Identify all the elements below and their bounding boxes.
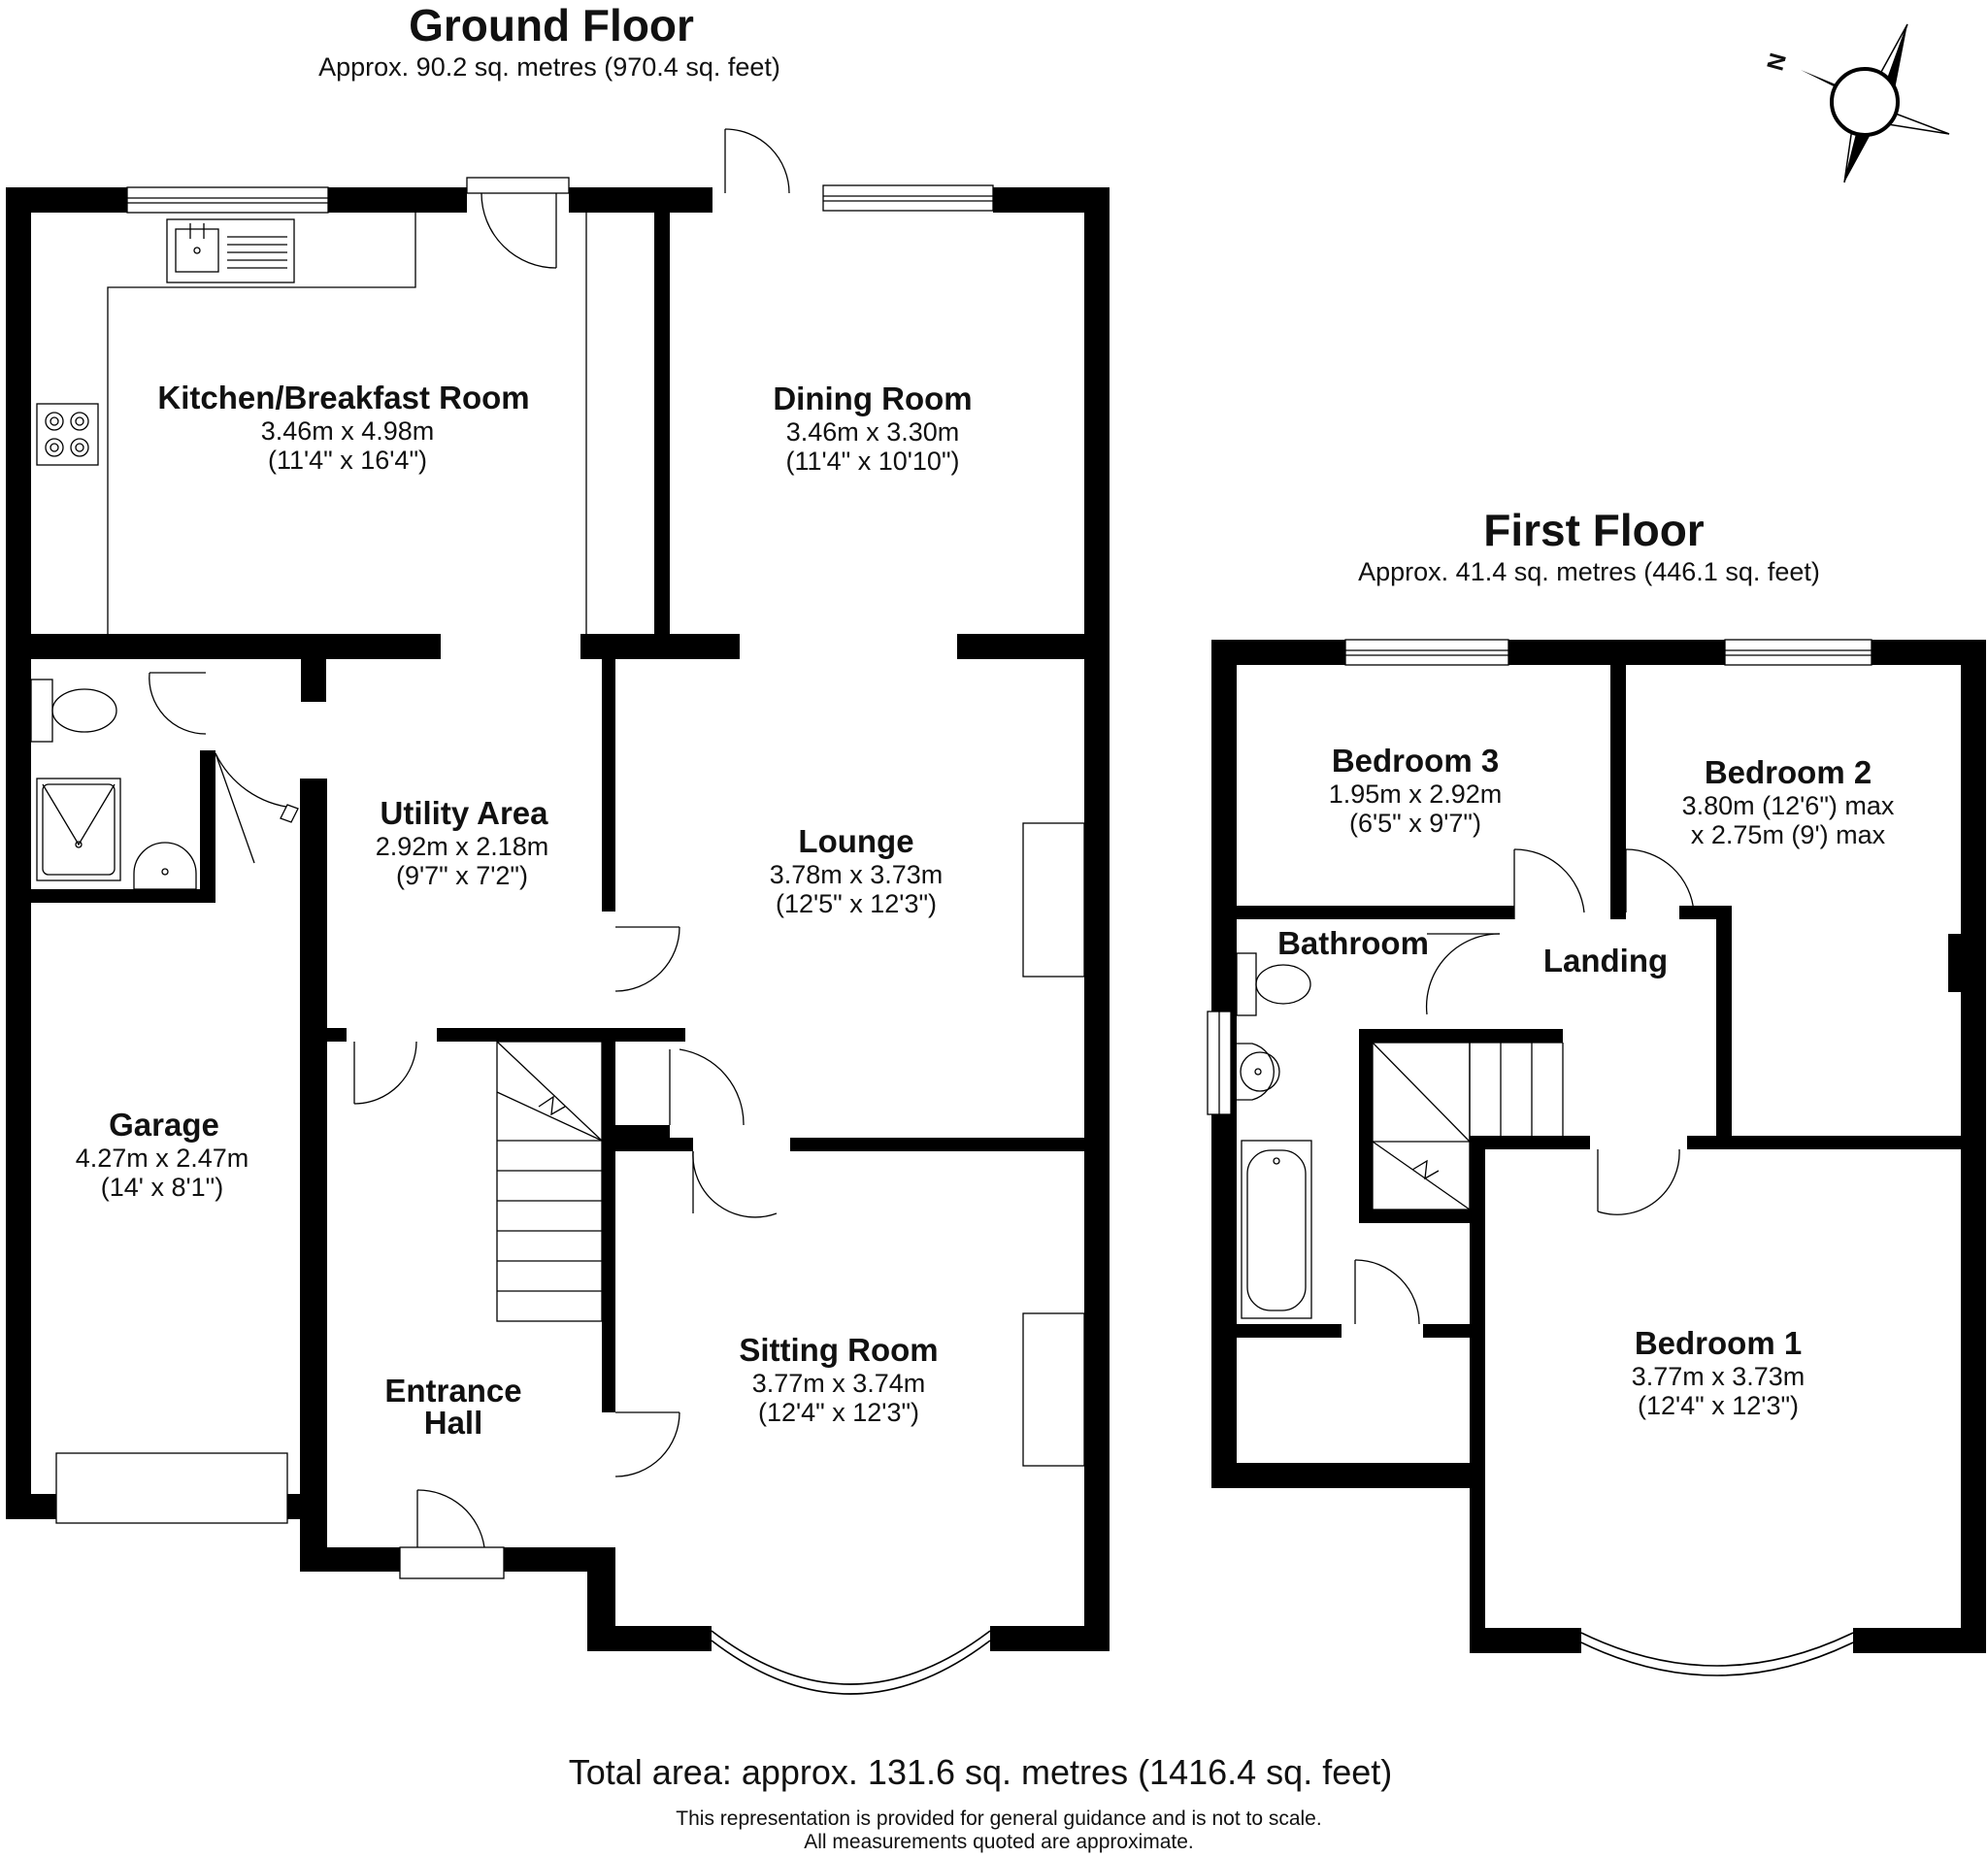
room-name: Kitchen/Breakfast Room <box>157 380 529 415</box>
room-dims: 3.80m (12'6") max <box>1682 791 1895 820</box>
disclaimer-line1: This representation is provided for gene… <box>676 1807 1321 1830</box>
lounge-fireplace <box>1022 822 1085 978</box>
room-dims: (12'4" x 12'3") <box>1638 1391 1799 1420</box>
first-floor-stairs <box>1372 1042 1564 1210</box>
room-name: Dining Room <box>773 381 972 416</box>
disclaimer-line2: All measurements quoted are approximate. <box>804 1831 1194 1853</box>
compass-north-label: N <box>1762 50 1792 74</box>
room-dims: (11'4" x 16'4") <box>268 446 427 475</box>
compass-rose-icon <box>1801 23 1950 183</box>
ground-floor-doors <box>149 128 790 1548</box>
room-name-line2: Hall <box>424 1405 483 1441</box>
ground-floor-title: Ground Floor <box>409 0 694 50</box>
room-entrance-hall-label: Entrance Hall <box>384 1373 521 1441</box>
room-dims: 3.77m x 3.74m <box>752 1369 926 1398</box>
room-name: Sitting Room <box>739 1332 938 1368</box>
room-name: Entrance <box>384 1373 521 1409</box>
first-floor-area: Approx. 41.4 sq. metres (446.1 sq. feet) <box>1358 557 1820 586</box>
room-dining-label: Dining Room 3.46m x 3.30m (11'4" x 10'10… <box>773 381 972 476</box>
room-name: Bedroom 2 <box>1705 754 1872 790</box>
room-dims: (9'7" x 7'2") <box>396 861 528 890</box>
room-utility-label: Utility Area 2.92m x 2.18m (9'7" x 7'2") <box>376 795 549 890</box>
room-dims: 4.27m x 2.47m <box>76 1144 249 1173</box>
room-bathroom-label: Bathroom <box>1277 925 1429 961</box>
room-dims: 3.78m x 3.73m <box>770 860 944 889</box>
first-floor-doors <box>1354 848 1695 1325</box>
room-dims: 2.92m x 2.18m <box>376 832 549 861</box>
room-garage-label: Garage 4.27m x 2.47m (14' x 8'1") <box>76 1107 249 1202</box>
room-dims: 3.77m x 3.73m <box>1632 1362 1806 1391</box>
kitchen-fittings <box>36 213 587 634</box>
room-name: Garage <box>109 1107 219 1143</box>
room-landing-label: Landing <box>1543 943 1668 978</box>
room-bedroom3-label: Bedroom 3 1.95m x 2.92m (6'5" x 9'7") <box>1329 743 1503 838</box>
room-sitting-label: Sitting Room 3.77m x 3.74m (12'4" x 12'3… <box>739 1332 938 1427</box>
room-dims: 3.46m x 4.98m <box>261 416 435 446</box>
sitting-room-fireplace <box>1022 1312 1085 1467</box>
bathroom-fittings <box>1232 952 1312 1319</box>
room-dims: (12'4" x 12'3") <box>758 1398 919 1427</box>
room-name: Lounge <box>798 823 913 859</box>
ground-floor-area: Approx. 90.2 sq. metres (970.4 sq. feet) <box>318 52 780 82</box>
ground-floor-walls <box>6 187 1110 1651</box>
room-lounge-label: Lounge 3.78m x 3.73m (12'5" x 12'3") <box>770 823 944 918</box>
room-dims: (12'5" x 12'3") <box>776 889 937 918</box>
room-bedroom1-label: Bedroom 1 3.77m x 3.73m (12'4" x 12'3") <box>1632 1325 1806 1420</box>
room-dims: (14' x 8'1") <box>101 1173 223 1202</box>
room-bedroom2-label: Bedroom 2 3.80m (12'6") max x 2.75m (9')… <box>1682 754 1895 849</box>
ground-floor-stairs <box>496 1041 603 1322</box>
room-name: Bathroom <box>1277 925 1429 961</box>
ground-floor-windows <box>55 177 994 1695</box>
room-name: Utility Area <box>381 795 549 831</box>
room-dims: 1.95m x 2.92m <box>1329 779 1503 809</box>
first-floor-title: First Floor <box>1483 505 1705 555</box>
wc-shower-fittings <box>30 679 197 890</box>
room-kitchen-label: Kitchen/Breakfast Room 3.46m x 4.98m (11… <box>157 380 529 475</box>
room-dims: (11'4" x 10'10") <box>785 447 959 476</box>
first-floor-windows <box>1207 639 1872 1676</box>
room-name: Bedroom 1 <box>1635 1325 1802 1361</box>
room-name: Landing <box>1543 943 1668 978</box>
total-area: Total area: approx. 131.6 sq. metres (14… <box>569 1752 1392 1792</box>
room-name: Bedroom 3 <box>1332 743 1499 779</box>
room-dims: (6'5" x 9'7") <box>1349 809 1481 838</box>
room-dims: 3.46m x 3.30m <box>786 417 960 447</box>
room-dims: x 2.75m (9') max <box>1691 820 1886 849</box>
